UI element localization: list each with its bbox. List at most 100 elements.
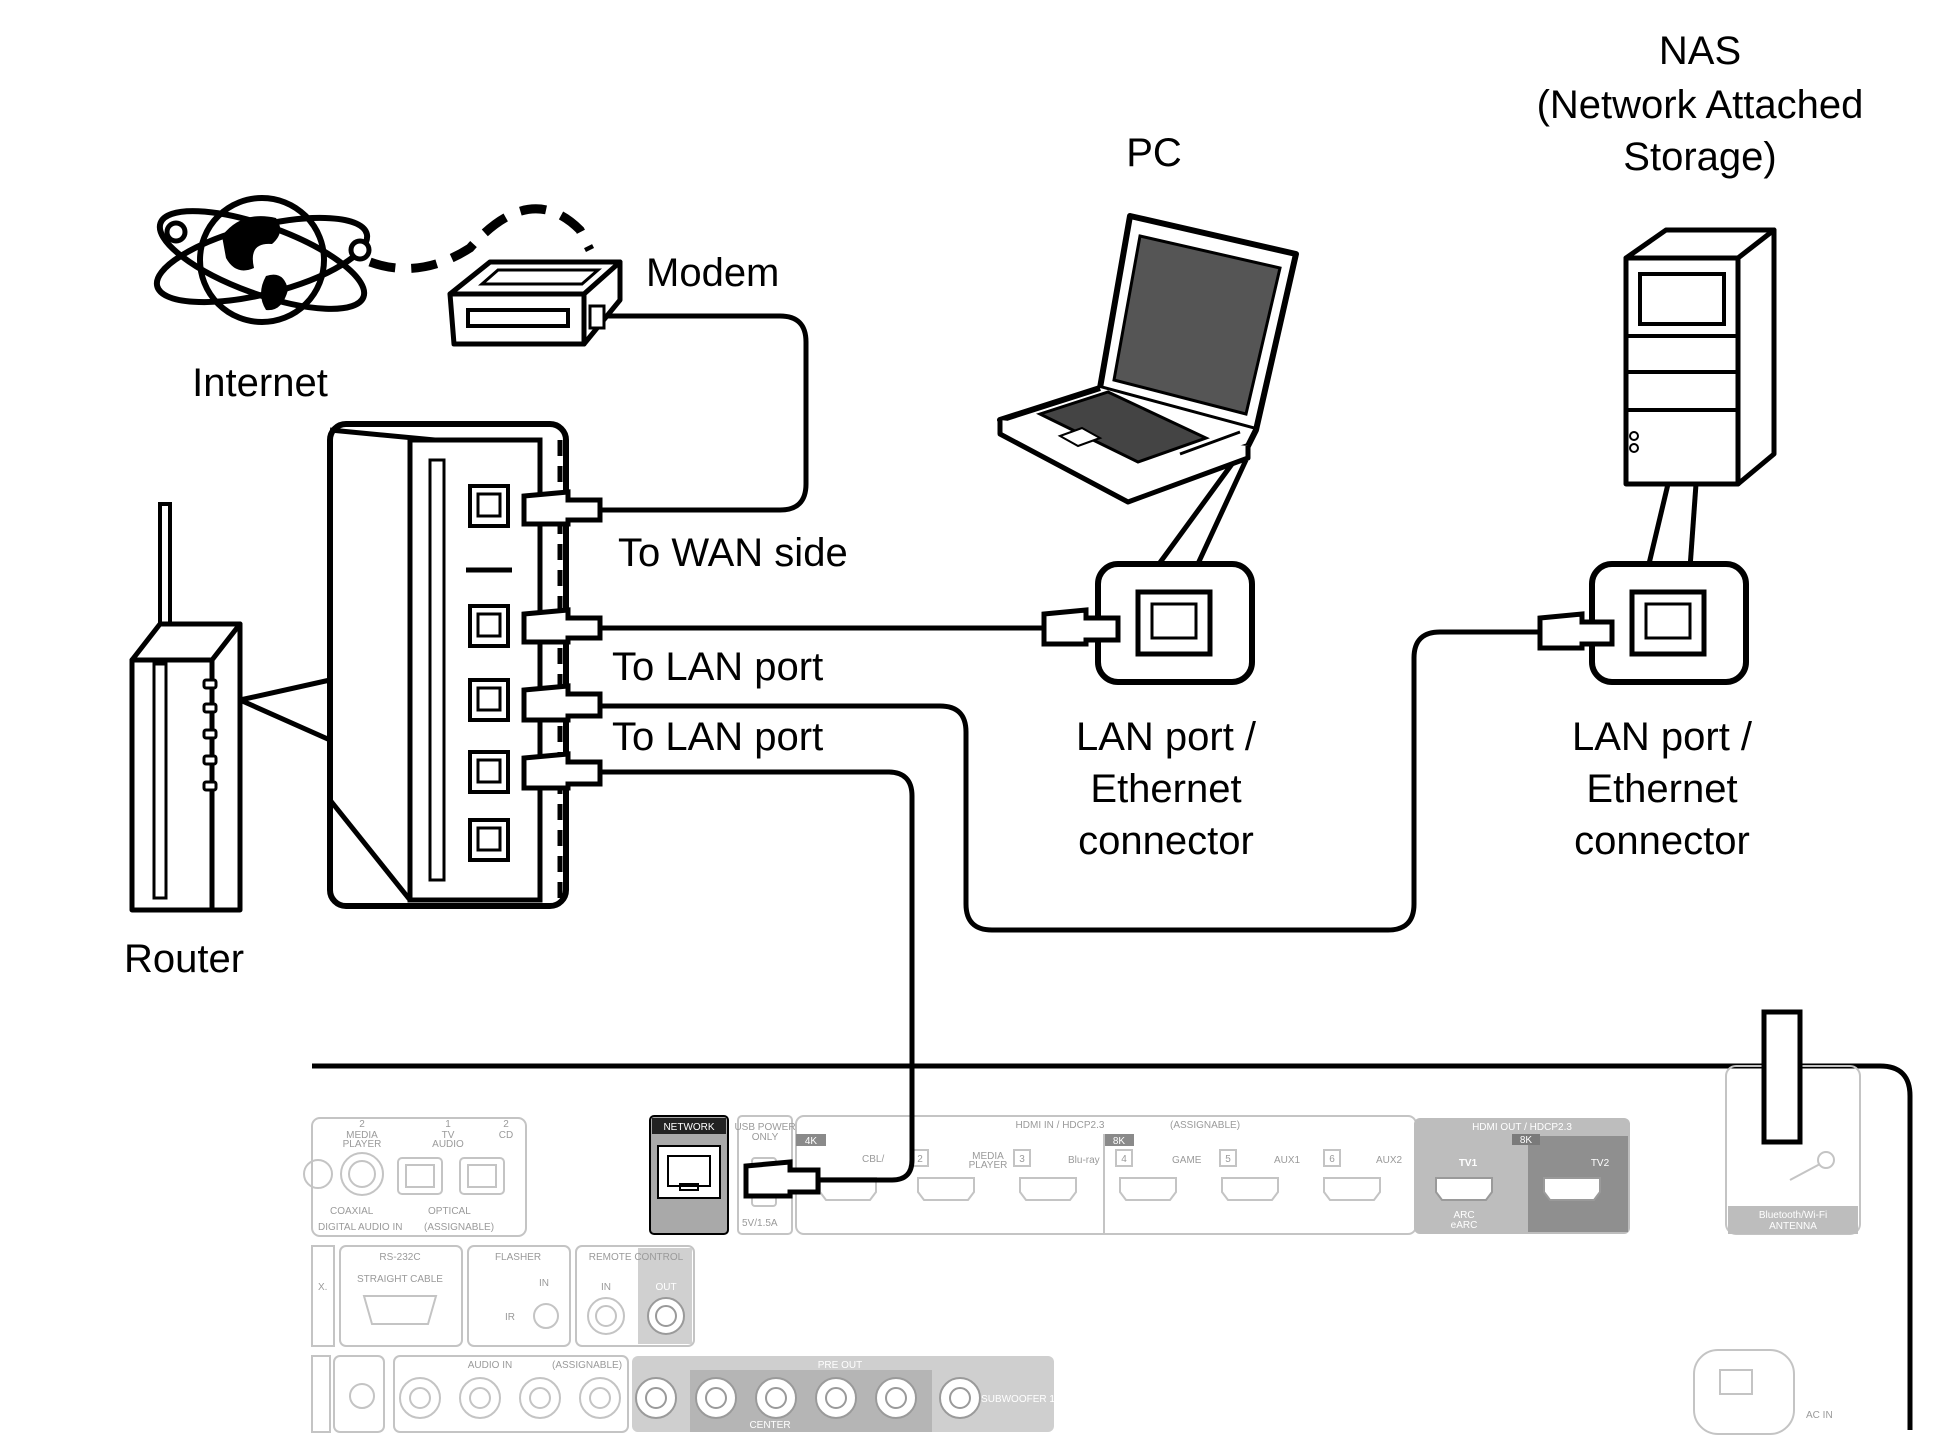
hdmi-out-label: HDMI OUT / HDCP2.3	[1472, 1122, 1572, 1133]
audio-assignable-label: (ASSIGNABLE)	[552, 1360, 622, 1371]
bluray-label: Blu-ray	[1068, 1155, 1100, 1166]
receiver-network-plug	[743, 1159, 821, 1199]
num-3: 3	[1019, 1154, 1025, 1165]
usb-power-label-2: ONLY	[752, 1132, 779, 1143]
usb-rating-label: 5V/1.5A	[742, 1218, 778, 1229]
badge-4k: 4K	[805, 1136, 818, 1147]
badge-8k-out: 8K	[1520, 1135, 1533, 1146]
in-2b-number: 2	[503, 1119, 509, 1130]
network-port-block: NETWORK	[649, 1115, 729, 1235]
nas-port-label-3: connector	[1574, 819, 1750, 863]
remote-control-label: REMOTE CONTROL	[589, 1252, 684, 1263]
router-lan-port-2	[468, 678, 510, 722]
num-4: 4	[1121, 1154, 1127, 1165]
to-lan-label-2: To LAN port	[612, 715, 823, 759]
rc-in-label: IN	[601, 1282, 611, 1293]
pc-laptop-icon	[997, 213, 1299, 570]
plug-lan-1	[521, 607, 603, 645]
in-2-number: 2	[359, 1119, 365, 1130]
straight-cable-label: STRAIGHT CABLE	[357, 1274, 443, 1285]
game-label: GAME	[1172, 1155, 1202, 1166]
router-lan-port-4	[468, 818, 510, 862]
in-cd-label: CD	[499, 1130, 513, 1141]
left-cut-label: X.	[318, 1282, 327, 1293]
plug-lan-3	[521, 751, 603, 791]
router-label: Router	[124, 937, 244, 981]
cbl-label: CBL/	[862, 1154, 884, 1165]
nas-lan-port	[1537, 561, 1749, 685]
control-row: X. RS-232C STRAIGHT CABLE FLASHER IN IR …	[311, 1245, 695, 1347]
aux1-label: AUX1	[1274, 1155, 1301, 1166]
nas-full-label-2: Storage)	[1623, 135, 1776, 179]
to-lan-label-1: To LAN port	[612, 645, 823, 689]
digital-audio-in-group: 2 MEDIA PLAYER 1 TV AUDIO 2 CD COAXIAL O…	[303, 1117, 527, 1237]
receiver-lan-cable	[597, 769, 915, 1183]
nas-label: NAS	[1659, 29, 1741, 73]
hdmi-in-label: HDMI IN / HDCP2.3	[1016, 1120, 1105, 1131]
num-2: 2	[917, 1154, 923, 1165]
badge-8k: 8K	[1113, 1136, 1126, 1147]
in-1-number: 1	[445, 1119, 451, 1130]
receiver-rear-panel: 2 MEDIA PLAYER 1 TV AUDIO 2 CD COAXIAL O…	[303, 1009, 1913, 1435]
in-tv-label-1: TV	[442, 1130, 455, 1141]
digital-audio-in-label: DIGITAL AUDIO IN	[318, 1222, 402, 1233]
router-lan-port-3	[468, 750, 510, 794]
router-lan-port-1	[468, 604, 510, 648]
wan-cable	[587, 313, 809, 513]
nas-port-label-2: Ethernet	[1586, 767, 1737, 811]
nas-full-label-1: (Network Attached	[1537, 83, 1864, 127]
pc-lan-port	[1041, 561, 1255, 685]
media-player-label-1: MEDIA	[972, 1151, 1004, 1162]
network-label: NETWORK	[663, 1122, 714, 1133]
panel-top-edge	[312, 1063, 1913, 1430]
bt-wifi-label-1: Bluetooth/Wi-Fi	[1759, 1210, 1827, 1221]
pre-out-label: PRE OUT	[818, 1360, 862, 1371]
router-icon	[129, 502, 333, 913]
nas-lan-cable	[597, 629, 1549, 933]
in-media-player-label-2: PLAYER	[343, 1139, 382, 1150]
to-wan-label: To WAN side	[618, 531, 848, 575]
nas-tower-icon	[1623, 227, 1777, 569]
hdmi-in-group: HDMI IN / HDCP2.3 (ASSIGNABLE) 4K 8K CBL…	[795, 1115, 1417, 1235]
hdmi-out-group: HDMI OUT / HDCP2.3 8K TV1 TV2 ARC eARC	[1414, 1118, 1630, 1234]
rs232c-label: RS-232C	[379, 1252, 420, 1263]
in-media-player-label-1: MEDIA	[346, 1130, 378, 1141]
rc-out-label: OUT	[655, 1282, 676, 1293]
modem-label: Modem	[646, 251, 779, 295]
flasher-ir-label: IR	[505, 1312, 515, 1323]
router-back-zoom	[327, 421, 603, 909]
coaxial-label: COAXIAL	[330, 1206, 374, 1217]
earc-label: eARC	[1451, 1220, 1478, 1231]
media-player-label-2: PLAYER	[969, 1160, 1008, 1171]
flasher-in-label: IN	[539, 1278, 549, 1289]
internet-globe-icon	[153, 195, 372, 325]
tv2-label: TV2	[1591, 1158, 1610, 1169]
plug-lan-2	[521, 683, 603, 723]
num-6: 6	[1329, 1154, 1335, 1165]
digital-assignable-label: (ASSIGNABLE)	[424, 1222, 494, 1233]
audio-row: AUDIO IN (ASSIGNABLE) PRE OUT CENTER SUB…	[311, 1349, 1833, 1435]
modem-icon	[447, 259, 623, 347]
optical-label: OPTICAL	[428, 1206, 471, 1217]
ac-in-label: AC IN	[1806, 1410, 1833, 1421]
pc-port-label-1: LAN port /	[1076, 715, 1257, 759]
aux2-label: AUX2	[1376, 1155, 1403, 1166]
pc-port-label-3: connector	[1078, 819, 1254, 863]
hdmi-in-assignable: (ASSIGNABLE)	[1170, 1120, 1240, 1131]
pc-port-label-2: Ethernet	[1090, 767, 1241, 811]
pc-label: PC	[1126, 131, 1182, 175]
flasher-label: FLASHER	[495, 1252, 541, 1263]
cables	[368, 204, 1549, 1183]
diagram-labels: NAS (Network Attached Storage) PC Modem …	[124, 29, 1863, 981]
nas-port-label-1: LAN port /	[1572, 715, 1753, 759]
bt-wifi-label-2: ANTENNA	[1769, 1221, 1817, 1232]
subwoofer1-label: SUBWOOFER 1	[981, 1394, 1055, 1405]
internet-label: Internet	[192, 361, 328, 405]
usb-power-label-1: USB POWER	[734, 1122, 795, 1133]
num-5: 5	[1225, 1154, 1231, 1165]
in-tv-label-2: AUDIO	[432, 1139, 464, 1150]
audio-in-label: AUDIO IN	[468, 1360, 512, 1371]
arc-label: ARC	[1453, 1210, 1474, 1221]
tv1-label: TV1	[1459, 1158, 1478, 1169]
